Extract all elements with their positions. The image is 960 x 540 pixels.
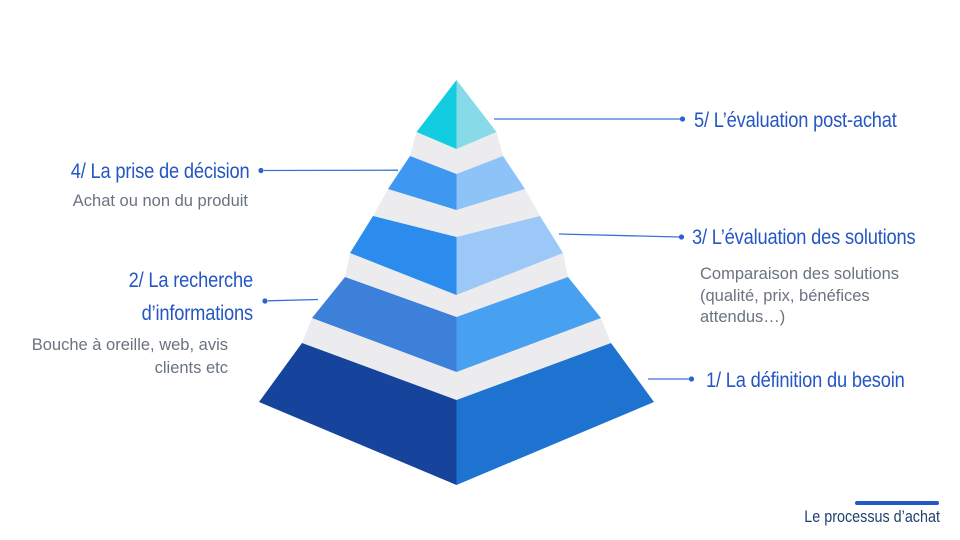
- pyramid-level-5-right-face: [456, 80, 497, 149]
- connector-dot-5: [679, 116, 686, 122]
- pyramid-separator-4: [410, 132, 503, 174]
- pyramid-level-2-left-face: [312, 277, 457, 372]
- step-3-description-line-2: (qualité, prix, bénéfices: [700, 286, 870, 305]
- footer-accent-bar: [855, 501, 939, 505]
- connector-line-3: [558, 233, 680, 238]
- step-2-label: 2/ La recherche d’informations: [128, 264, 254, 330]
- connector-dot-1: [688, 376, 695, 382]
- step-2-label-line-1: 2/ La recherche: [128, 269, 254, 292]
- step-3-label: 3/ L’évaluation des solutions: [692, 226, 916, 249]
- step-2-description-line-1: Bouche à oreille, web, avis: [31, 336, 228, 354]
- connector-dot-4: [258, 167, 264, 174]
- pyramid-level-1-right-face: [456, 343, 654, 485]
- step-2-description-line-2: clients etc: [154, 359, 228, 377]
- step-3-description-line-1: Comparaison des solutions: [700, 265, 900, 283]
- pyramid-separator-1: [302, 318, 611, 400]
- step-1-label: 1/ La définition du besoin: [706, 369, 905, 392]
- pyramid-level-3-left-face: [350, 216, 457, 295]
- step-3-description: Comparaison des solutions (qualité, prix…: [700, 264, 899, 329]
- step-2-label-line-2: d’informations: [141, 302, 253, 325]
- step-3-description-line-3: attendus…): [700, 308, 786, 326]
- pyramid-level-4-left-face: [388, 156, 457, 210]
- pyramid-level-4-right-face: [456, 156, 525, 210]
- pyramid-separator-2: [345, 253, 568, 317]
- pyramid-level-1-left-face: [259, 343, 457, 485]
- step-4-description: Achat ou non du produit: [72, 192, 248, 210]
- connector-line-2: [267, 298, 319, 302]
- pyramid-level-5-left-face: [416, 80, 457, 149]
- footer-title: Le processus d’achat: [804, 508, 940, 526]
- step-5-label: 5/ L’évaluation post-achat: [694, 109, 897, 132]
- pyramid-level-3-right-face: [456, 216, 563, 295]
- pyramid-separator-3: [373, 189, 540, 237]
- connector-dot-3: [678, 234, 685, 240]
- step-4-label: 4/ La prise de décision: [71, 160, 250, 183]
- step-2-description: Bouche à oreille, web, avis clients etc: [32, 334, 228, 380]
- connector-dot-2: [262, 298, 268, 304]
- pyramid-level-2-right-face: [456, 277, 601, 372]
